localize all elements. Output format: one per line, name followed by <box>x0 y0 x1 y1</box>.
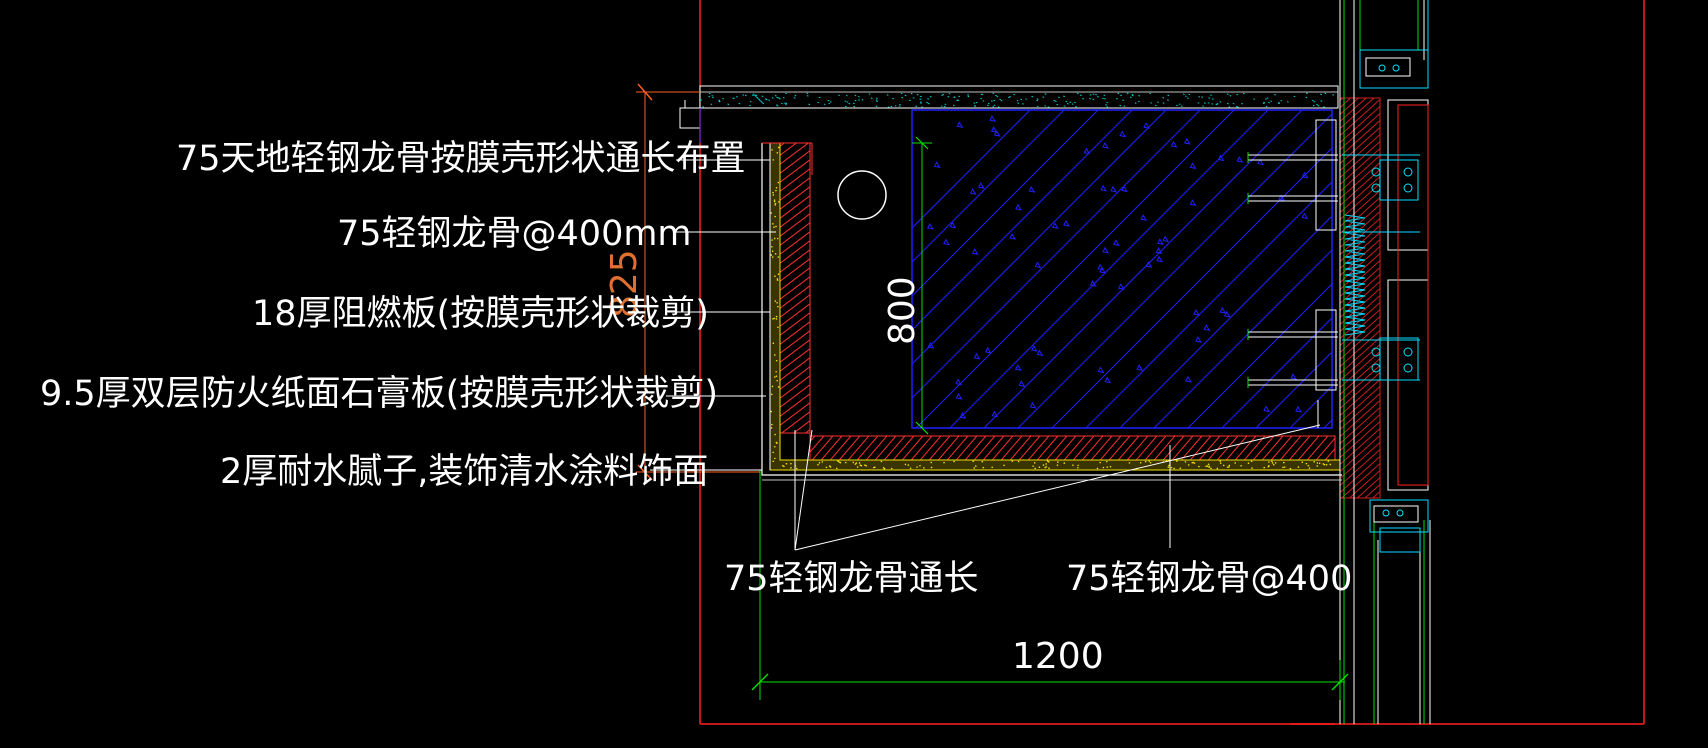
leader-lines <box>650 159 1321 551</box>
label-gypsum-board: 9.5厚双层防火纸面石膏板(按膜壳形状裁剪) <box>40 374 718 414</box>
curtain-wall-mullion <box>1339 0 1431 724</box>
concrete-beam <box>911 109 1333 429</box>
dimension-label-800: 800 <box>882 276 923 345</box>
dimension-1200: 1200 <box>751 470 1349 700</box>
dimension-800: 800 <box>882 136 932 435</box>
label-keel-full-length-layout: 75天地轻钢龙骨按膜壳形状通长布置 <box>176 139 746 179</box>
floor-slab <box>679 85 1339 143</box>
dimension-label-1200: 1200 <box>1012 636 1104 677</box>
fire-stop-block <box>1339 97 1381 499</box>
outer-frame <box>699 0 1645 725</box>
mullion-bolts <box>1371 64 1413 517</box>
label-fire-retardant-board: 18厚阻燃板(按膜壳形状裁剪) <box>252 294 709 334</box>
anchor-brackets <box>1247 119 1338 428</box>
label-keel-spacing-mm: 75轻钢龙骨@400mm <box>337 214 692 254</box>
label-keel-full-length: 75轻钢龙骨通长 <box>724 559 979 599</box>
pipe-opening-circle <box>837 170 887 220</box>
dimension-label-825: 825 <box>604 249 645 318</box>
dimension-825: 825 <box>604 83 760 481</box>
insulation-spring-wave <box>1344 214 1366 336</box>
lining-layers <box>761 142 1342 481</box>
annotation-labels: 75天地轻钢龙骨按膜壳形状通长布置 75轻钢龙骨@400mm 18厚阻燃板(按膜… <box>40 139 1352 599</box>
label-finish-coating: 2厚耐水腻子,装饰清水涂料饰面 <box>220 452 708 492</box>
label-keel-spacing: 75轻钢龙骨@400 <box>1066 559 1352 599</box>
